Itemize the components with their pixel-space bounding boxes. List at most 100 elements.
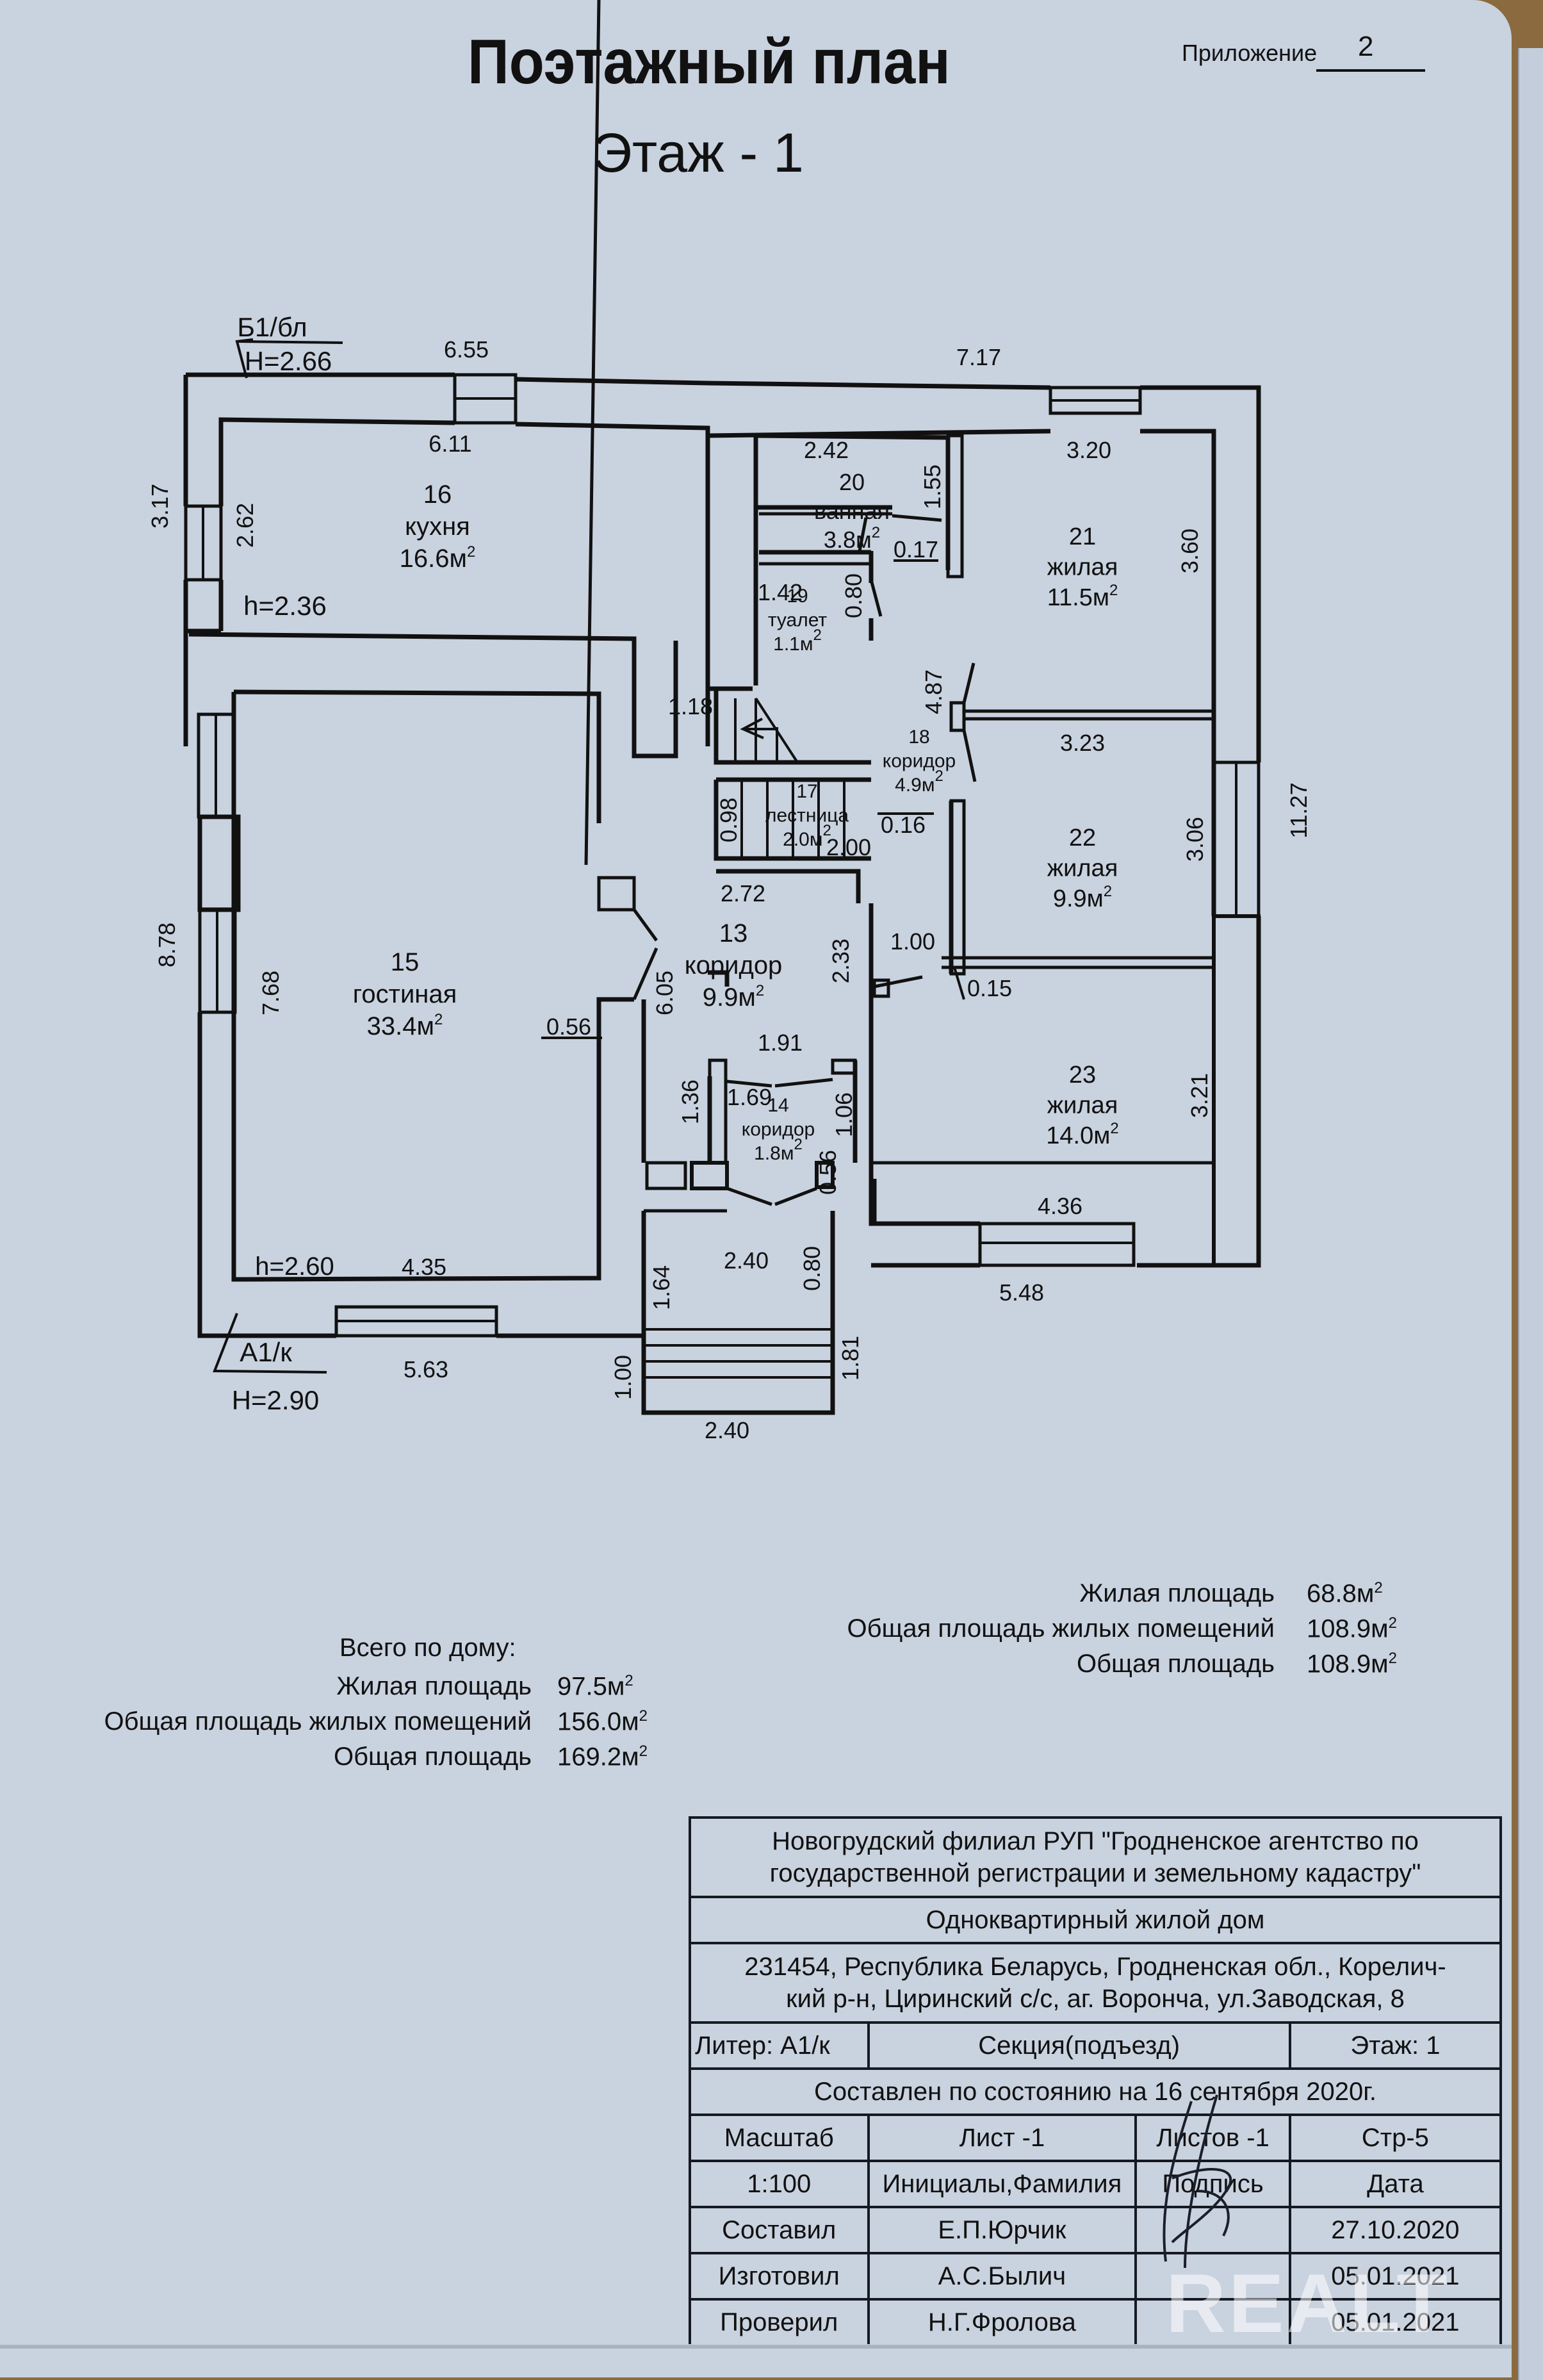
dimension-bathroom-depth: 1.55 <box>919 464 945 509</box>
room-name: кухня <box>405 513 470 541</box>
dimension-corridor14-left: 1.36 <box>677 1079 703 1124</box>
signatory-date: 05.01.2021 <box>1288 2252 1503 2301</box>
room-area: 9.9м2 <box>1053 883 1112 912</box>
signatory-role: Изготовил <box>689 2252 870 2301</box>
room-area: 4.9м2 <box>895 767 943 796</box>
floor-summary-value: 68.8м2 <box>1307 1579 1383 1608</box>
floor-summary-label: Общая площадь жилых помещений <box>847 1614 1275 1643</box>
signatory-date: 27.10.2020 <box>1288 2206 1503 2254</box>
house-summary-heading: Всего по дому: <box>339 1634 516 1662</box>
signatory-row: Проверил Н.Г.Фролова 05.01.2021 <box>689 2298 1503 2344</box>
house-summary-label: Жилая площадь <box>336 1672 532 1700</box>
wall <box>1140 385 1261 762</box>
dimension-toilet-width: 1.42 <box>758 579 803 605</box>
dimension-stairs-gap: 1.18 <box>668 693 713 719</box>
dimension-left-lower-outer: 8.78 <box>154 923 180 967</box>
column <box>949 701 966 732</box>
dimension-stairs-width: 0.98 <box>715 798 742 842</box>
floor-summary-value: 108.9м2 <box>1307 1650 1397 1678</box>
column <box>831 1058 857 1075</box>
underlying-sheet <box>1518 48 1543 2380</box>
dimension-steps-depth: 1.00 <box>610 1355 636 1400</box>
window <box>978 1222 1136 1267</box>
address-line-2: кий р-н, Циринский с/с, аг. Воронча, ул.… <box>786 1985 1405 2013</box>
signatory-signature <box>1134 2298 1291 2344</box>
page-title: Поэтажный план <box>468 26 951 97</box>
dimension-top-left-outer: 6.55 <box>444 336 489 363</box>
column <box>815 1161 835 1189</box>
wall <box>869 1163 980 1226</box>
liter-cell: Литер: А1/к <box>689 2021 870 2070</box>
door-leaf <box>726 1079 772 1088</box>
wall <box>707 429 1051 438</box>
column <box>872 978 890 998</box>
dimension-room23-niche: 0.15 <box>967 975 1012 1001</box>
door-leaf <box>584 0 601 866</box>
names-header-cell: Инициалы,Фамилия <box>867 2160 1138 2208</box>
room-name: жилая <box>1047 554 1118 581</box>
floor-subtitle: Этаж - 1 <box>592 122 804 184</box>
wall <box>188 632 678 759</box>
door-leaf <box>869 579 883 617</box>
dimension-room22-width: 3.23 <box>1060 730 1105 756</box>
room-number: 16 <box>423 480 452 509</box>
door-leaf <box>962 730 977 782</box>
column <box>597 876 636 912</box>
signatory-name: Е.П.Юрчик <box>867 2206 1138 2254</box>
dimension-kitchen-width: 6.11 <box>429 431 471 457</box>
dimension-corridor14-width: 1.69 <box>727 1084 772 1110</box>
dimension-steps-width: 2.40 <box>705 1417 749 1443</box>
room-name: жилая <box>1047 1092 1118 1119</box>
dimension-room21-depth: 3.60 <box>1177 529 1203 573</box>
door-leaf <box>874 975 923 989</box>
block-height-top: H=2.66 <box>245 346 332 376</box>
door-leaf <box>774 1186 817 1206</box>
window <box>645 1161 687 1190</box>
room-number: 14 <box>767 1095 788 1116</box>
room-name: туалет <box>768 610 828 631</box>
ceiling-height-living: h=2.60 <box>255 1252 334 1281</box>
appendix-number: 2 <box>1358 31 1374 62</box>
room-area: 11.5м2 <box>1047 582 1118 611</box>
dimension-porch-depth-left: 1.64 <box>648 1265 674 1310</box>
dimension-corridor13-len: 6.05 <box>651 971 678 1015</box>
wall <box>708 970 730 987</box>
house-summary-value: 97.5м2 <box>557 1672 633 1701</box>
dimension-living-niche: 0.56 <box>546 1014 591 1040</box>
scale-header-cell: Масштаб <box>689 2113 870 2162</box>
address-line-1: 231454, Республика Беларусь, Гродненская… <box>744 1953 1446 1981</box>
dimension-living-depth: 7.68 <box>257 971 284 1015</box>
floor-cell: Этаж: 1 <box>1288 2021 1503 2070</box>
state-date-cell: Составлен по состоянию на 16 сентября 20… <box>689 2067 1502 2116</box>
dimension-room21-width: 3.20 <box>1066 437 1111 463</box>
house-summary-label: Общая площадь жилых помещений <box>104 1707 532 1736</box>
wall <box>707 381 1051 390</box>
house-summary-value: 169.2м2 <box>557 1743 648 1771</box>
wall <box>231 692 634 1282</box>
wall <box>716 869 861 903</box>
ceiling-height-kitchen: h=2.36 <box>243 591 327 621</box>
dimension-living-width: 4.35 <box>402 1254 446 1280</box>
section-cell: Секция(подъезд) <box>867 2021 1291 2070</box>
title-block-table: Новогрудский филиал РУП "Гродненское аге… <box>689 1816 1503 2344</box>
dimension-porch-width: 2.40 <box>724 1247 769 1274</box>
wall <box>515 422 753 691</box>
organization-cell: Новогрудский филиал РУП "Гродненское аге… <box>689 1816 1502 1898</box>
address-cell: 231454, Республика Беларусь, Гродненская… <box>689 1942 1502 2024</box>
room-number: 18 <box>908 726 929 748</box>
signatory-role: Составил <box>689 2206 870 2254</box>
signatory-date: 05.01.2021 <box>1288 2298 1503 2344</box>
dimension-kitchen-depth: 2.62 <box>232 503 258 548</box>
signatory-role: Проверил <box>689 2298 870 2344</box>
room-number: 15 <box>391 948 420 976</box>
dimension-room22-depth: 3.06 <box>1182 817 1208 862</box>
room-name: ванная <box>814 498 890 524</box>
room-number: 13 <box>719 919 748 948</box>
dimension-stairs-len: 2.00 <box>826 834 871 860</box>
leader-line <box>953 967 965 1000</box>
organization-line-2: государственной регистрации и земельному… <box>769 1859 1421 1887</box>
dimension-corridor18-len: 4.87 <box>920 669 947 714</box>
room-labels: 13коридор9.9м214коридор1.8м215гостиная33… <box>232 312 1119 1415</box>
room-number: 20 <box>839 469 865 495</box>
